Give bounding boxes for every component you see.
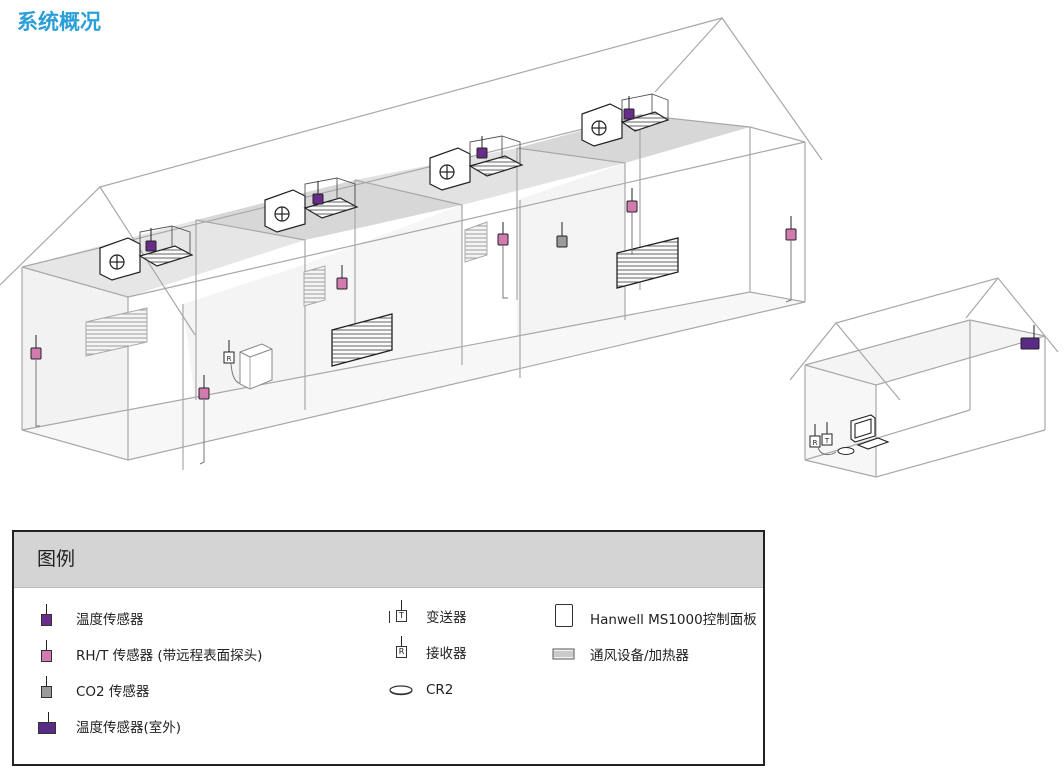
rht-sensor-6 [785,216,797,303]
receiver-unit: R [223,340,273,390]
legend-label-ventilation: 通风设备/加热器 [590,648,690,664]
legend-label-receiver: 接收器 [426,646,467,662]
house-receiver-label: R [813,439,818,447]
house-cr2 [837,447,855,455]
rht-sensor-5 [626,188,638,255]
page-title: 系统概况 [17,10,101,34]
ventilation-panels [85,221,679,367]
legend-item-receiver: R 接收器 [386,636,467,664]
legend-item-co2-sensor: CO2 传感器 [36,676,150,702]
house-computer [850,414,890,450]
legend-item-control-panel: Hanwell MS1000控制面板 [550,604,757,630]
cr2-icon [386,678,416,702]
fan-temperature-sensors [145,96,635,252]
legend-item-transmitter: T 变送器 [386,600,467,628]
fan-unit-2 [264,177,359,233]
rht-sensors [30,188,797,465]
house-transmitter: T [817,422,837,456]
legend-item-cr2: CR2 [386,678,453,702]
rht-sensor-1 [30,335,42,427]
temperature-sensor-4 [623,96,635,120]
fan-unit-4 [581,93,670,147]
outdoor-temperature-sensor [1020,325,1040,350]
temperature-sensor-icon [36,604,66,630]
legend-label-outdoor-sensor: 温度传感器(室外) [76,720,182,736]
house-transmitter-label: T [824,437,830,445]
main-building [0,17,823,470]
temperature-sensor-1 [145,228,157,252]
co2-sensor-icon [36,676,66,702]
control-house [789,277,1059,478]
rht-sensor-3 [336,265,348,290]
transmitter-icon: T [386,600,416,628]
receiver-label: R [227,355,232,363]
co2-sensor [556,222,568,248]
rht-sensor-4 [497,222,509,299]
legend-item-outdoor-sensor: 温度传感器(室外) [36,712,182,738]
temperature-sensor-3 [476,136,488,159]
house-receiver: R [809,424,821,448]
legend-item-rht-sensor: RH/T 传感器 (带远程表面探头) [36,640,263,666]
legend-label-cr2: CR2 [426,682,454,698]
receiver-icon: R [386,636,416,664]
fan-unit-3 [429,135,524,191]
control-panel-icon [550,604,580,630]
fan-units [99,93,670,281]
legend-label-co2-sensor: CO2 传感器 [76,684,150,700]
legend-title: 图例 [14,532,763,588]
fan-unit-1 [99,225,194,281]
rht-sensor-2 [198,375,210,465]
temperature-sensor-2 [312,181,324,205]
outdoor-temperature-sensor-icon [36,712,66,738]
ventilation-heater-icon [550,642,580,666]
legend-label-temperature-sensor: 温度传感器 [76,612,144,628]
system-diagram: R R T [0,17,1059,478]
legend-item-temperature-sensor: 温度传感器 [36,604,144,630]
legend-label-control-panel: Hanwell MS1000控制面板 [590,612,757,628]
rht-sensor-icon [36,640,66,666]
legend-item-ventilation: 通风设备/加热器 [550,642,689,666]
legend-box: 图例 温度传感器 RH/T 传感器 (带远程表面探头) CO2 传感器 温度传感… [12,530,765,766]
legend-label-transmitter: 变送器 [426,610,467,626]
legend-label-rht-sensor: RH/T 传感器 (带远程表面探头) [76,648,263,664]
